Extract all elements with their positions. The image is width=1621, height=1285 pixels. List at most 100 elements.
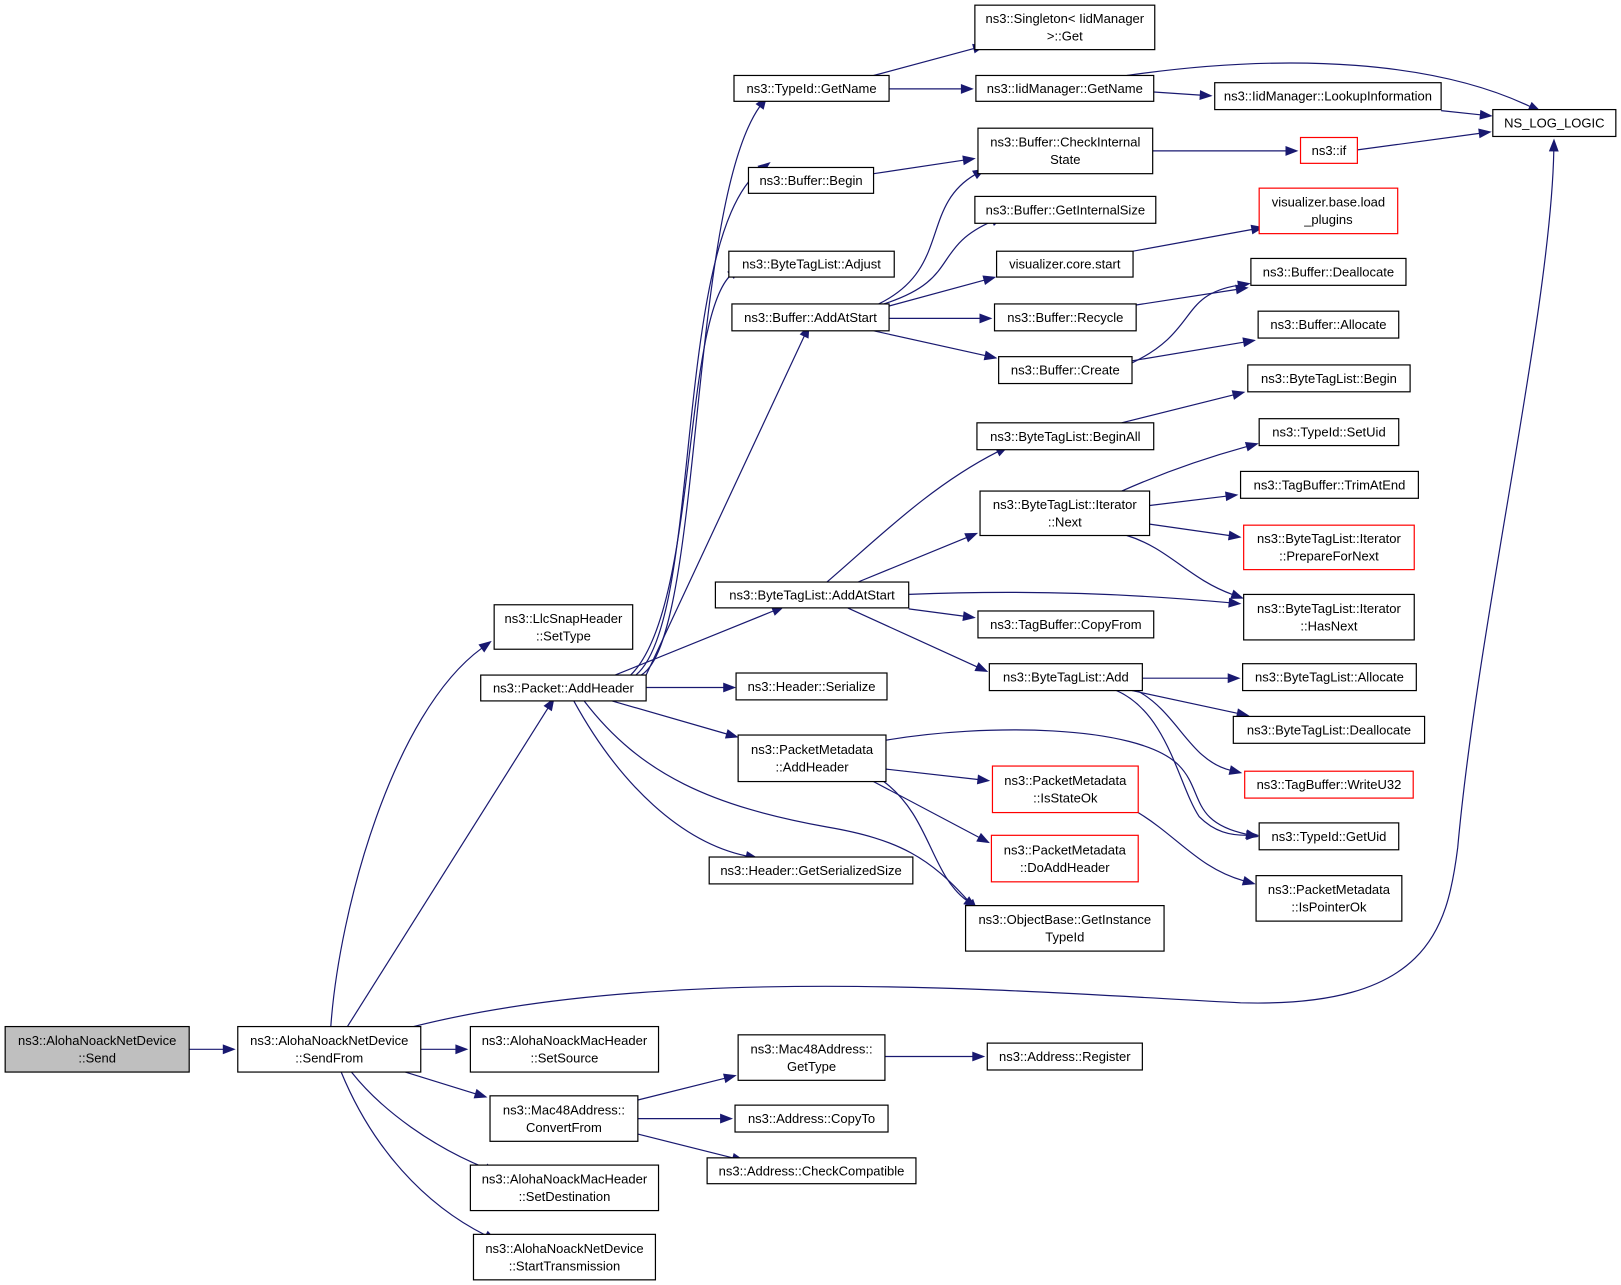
node-hdrserialize[interactable]: ns3::Header::Serialize: [735, 672, 888, 701]
node-vizload[interactable]: visualizer.base.load_plugins: [1258, 187, 1399, 235]
node-ns3if[interactable]: ns3::if: [1299, 136, 1358, 164]
node-pmdoaddheader[interactable]: ns3::PacketMetadata::DoAddHeader: [990, 834, 1139, 883]
node-box: [733, 74, 890, 102]
edge-line: [614, 610, 774, 676]
node-bufgetinternalsize[interactable]: ns3::Buffer::GetInternalSize: [974, 195, 1157, 224]
node-box: [977, 610, 1155, 639]
node-typeidgetuid[interactable]: ns3::TypeId::GetUid: [1258, 822, 1400, 851]
edge-btladdatstart-to-btlithasnext: [908, 591, 1242, 608]
node-label: ConvertFrom: [526, 1120, 602, 1135]
node-btlithasnext[interactable]: ns3::ByteTagList::Iterator::HasNext: [1243, 593, 1415, 641]
edge-addheader-to-hdrserialize: [646, 682, 737, 693]
node-starttx[interactable]: ns3::AlohaNoackNetDevice::StartTransmiss…: [472, 1233, 657, 1281]
node-pmaddheader[interactable]: ns3::PacketMetadata::AddHeader: [737, 734, 887, 783]
node-label: ns3::Buffer::Recycle: [1007, 310, 1123, 325]
node-iidlookup[interactable]: ns3::IidManager::LookupInformation: [1214, 82, 1442, 111]
edge-line: [1121, 394, 1234, 424]
arrowhead: [1245, 829, 1259, 840]
node-box: [747, 166, 875, 194]
node-btlitprep[interactable]: ns3::ByteTagList::Iterator::PrepareForNe…: [1243, 524, 1415, 571]
node-setdest[interactable]: ns3::AlohaNoackMacHeader::SetDestination: [469, 1164, 660, 1212]
node-tbwrite[interactable]: ns3::TagBuffer::WriteU32: [1244, 770, 1414, 799]
node-btladdatstart[interactable]: ns3::ByteTagList::AddAtStart: [714, 581, 910, 609]
node-vizcorestart[interactable]: visualizer.core.start: [995, 250, 1134, 278]
node-typeidgetname[interactable]: ns3::TypeId::GetName: [733, 74, 890, 102]
edge-line: [1131, 284, 1239, 364]
node-bufcreate[interactable]: ns3::Buffer::Create: [998, 356, 1133, 385]
node-sendfrom[interactable]: ns3::AlohaNoackNetDevice::SendFrom: [237, 1025, 422, 1073]
edge-bufcreate-to-bufalloc: [1131, 337, 1256, 362]
node-bufaddatstart[interactable]: ns3::Buffer::AddAtStart: [731, 303, 890, 332]
node-addheader[interactable]: ns3::Packet::AddHeader: [480, 674, 647, 702]
node-label: ::SetType: [536, 628, 591, 643]
node-addrcheckcompat[interactable]: ns3::Address::CheckCompatible: [706, 1157, 917, 1185]
node-label: ns3::TypeId::SetUid: [1272, 425, 1385, 440]
node-box: [1258, 418, 1400, 447]
node-label: ns3::if: [1312, 143, 1347, 158]
node-box: [977, 127, 1154, 175]
node-box: [493, 604, 634, 650]
edge-sendfrom-to-addheader: [346, 697, 555, 1027]
node-nslog[interactable]: NS_LOG_LOGIC: [1492, 108, 1617, 138]
node-label: ns3::PacketMetadata: [1004, 773, 1127, 788]
node-btlalloc[interactable]: ns3::ByteTagList::Allocate: [1242, 663, 1417, 692]
node-mac48gettype[interactable]: ns3::Mac48Address::GetType: [737, 1034, 886, 1081]
node-tbtrim[interactable]: ns3::TagBuffer::TrimAtEnd: [1239, 470, 1419, 499]
edge-line: [573, 700, 747, 857]
node-hdrgetsize[interactable]: ns3::Header::GetSerializedSize: [708, 856, 914, 885]
node-bufalloc[interactable]: ns3::Buffer::Allocate: [1257, 310, 1400, 339]
node-label: ns3::Address::Register: [999, 1049, 1131, 1064]
node-label: ::Send: [78, 1051, 116, 1066]
edge-bufaddatstart-to-bufcheckinternal: [878, 168, 986, 305]
node-btldealloc[interactable]: ns3::ByteTagList::Deallocate: [1232, 715, 1426, 744]
edge-line: [635, 169, 762, 676]
edge-line: [883, 781, 967, 901]
node-btladjust[interactable]: ns3::ByteTagList::Adjust: [728, 250, 895, 278]
node-label: ns3::TypeId::GetUid: [1271, 829, 1386, 844]
node-label: ns3::Buffer::Allocate: [1270, 317, 1386, 332]
node-iidgetname[interactable]: ns3::IidManager::GetName: [975, 74, 1155, 102]
arrowhead: [1242, 337, 1256, 348]
node-setsource[interactable]: ns3::AlohaNoackMacHeader::SetSource: [469, 1025, 660, 1073]
node-btlbeginall[interactable]: ns3::ByteTagList::BeginAll: [976, 422, 1155, 451]
arrowhead: [1228, 530, 1242, 541]
node-label: ::SetDestination: [519, 1189, 611, 1204]
edge-line: [413, 150, 1555, 1028]
node-box: [472, 1233, 657, 1281]
node-btladd[interactable]: ns3::ByteTagList::Add: [988, 663, 1143, 692]
node-label: ns3::ByteTagList::BeginAll: [990, 429, 1140, 444]
node-bufbegin[interactable]: ns3::Buffer::Begin: [747, 166, 875, 194]
node-bufdealloc[interactable]: ns3::Buffer::Deallocate: [1250, 257, 1407, 286]
node-box: [1244, 770, 1414, 799]
node-addrregister[interactable]: ns3::Address::Register: [986, 1042, 1143, 1071]
node-bufrecycle[interactable]: ns3::Buffer::Recycle: [993, 303, 1137, 332]
node-label: _plugins: [1303, 212, 1353, 227]
node-label: ::SetSource: [530, 1051, 598, 1066]
node-btlitnext[interactable]: ns3::ByteTagList::Iterator::Next: [979, 490, 1151, 537]
arrowhead: [473, 1088, 488, 1099]
node-llcsettype[interactable]: ns3::LlcSnapHeader::SetType: [493, 604, 634, 650]
edge-sendfrom-to-convertfrom: [405, 1071, 488, 1099]
node-pmispointerok[interactable]: ns3::PacketMetadata::IsPointerOk: [1255, 875, 1403, 922]
edge-line: [1149, 523, 1230, 537]
edge-line: [583, 700, 971, 903]
node-addrcopyto[interactable]: ns3::Address::CopyTo: [734, 1104, 889, 1133]
node-convertfrom[interactable]: ns3::Mac48Address::ConvertFrom: [489, 1095, 639, 1142]
edge-iidlookup-to-nslog: [1441, 109, 1493, 120]
node-label: ns3::AlohaNoackMacHeader: [482, 1172, 648, 1187]
arrowhead: [1199, 90, 1213, 100]
node-label: ns3::ByteTagList::Iterator: [1257, 601, 1401, 616]
node-btlbegin[interactable]: ns3::ByteTagList::Begin: [1247, 364, 1411, 393]
node-pmisstateok[interactable]: ns3::PacketMetadata::IsStateOk: [991, 765, 1139, 814]
node-typeidsetuid[interactable]: ns3::TypeId::SetUid: [1258, 418, 1400, 447]
edge-typeidgetname-to-iidgetname: [889, 83, 974, 94]
node-box: [1214, 82, 1442, 111]
node-singletonget[interactable]: ns3::Singleton< IidManager>::Get: [974, 4, 1156, 51]
node-label: ns3::ByteTagList::Allocate: [1255, 670, 1404, 685]
node-tbcopyfrom[interactable]: ns3::TagBuffer::CopyFrom: [977, 610, 1155, 639]
node-box: [986, 1042, 1143, 1071]
node-box: [469, 1025, 660, 1073]
edge-send-to-sendfrom: [189, 1044, 236, 1055]
